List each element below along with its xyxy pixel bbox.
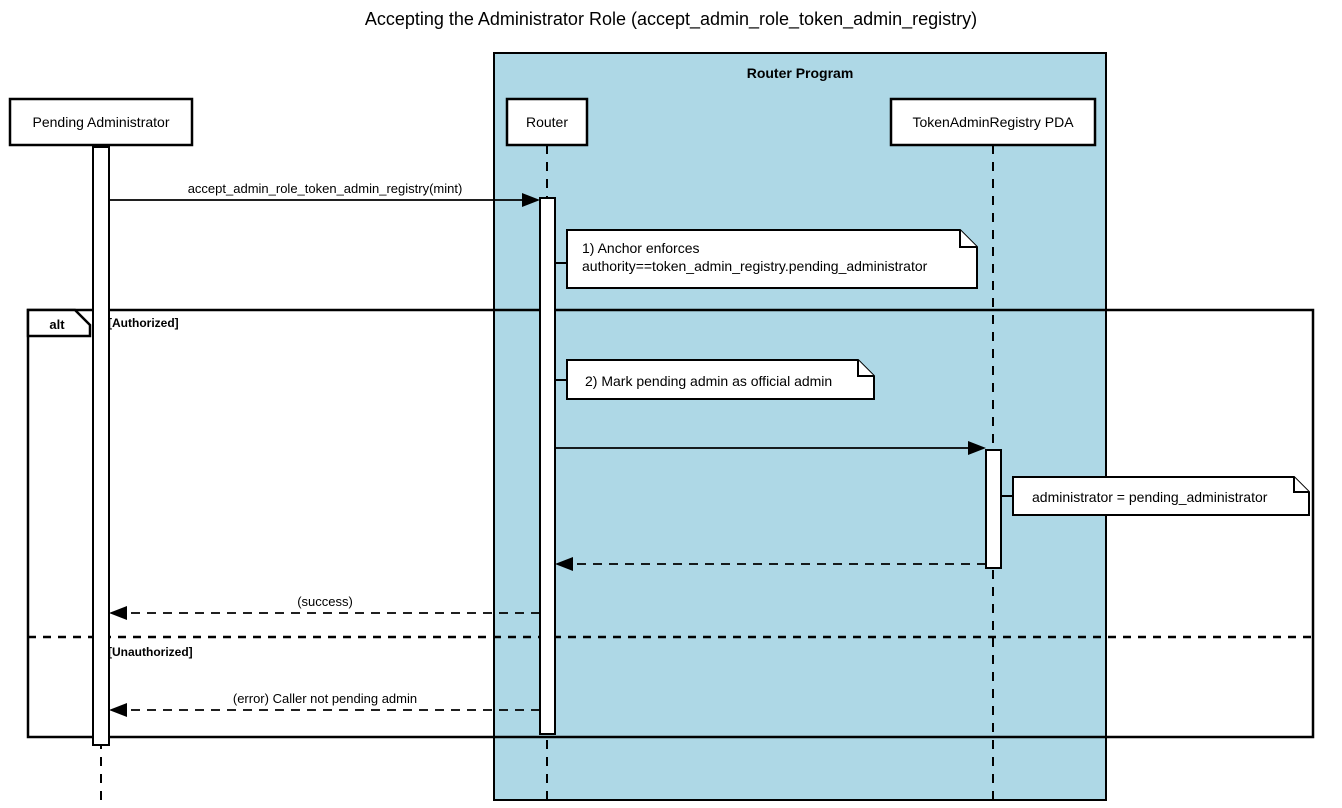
alt-section-unauthorized-condition: [Unauthorized] [108, 645, 193, 659]
message-success-label: (success) [297, 594, 353, 609]
message-update-registry-arrowhead [968, 441, 986, 455]
note-mark-pending-admin-line-1: 2) Mark pending admin as official admin [585, 373, 832, 389]
participant-router-label: Router [526, 114, 568, 130]
note-anchor-enforces-line-1: 1) Anchor enforces [582, 240, 700, 256]
diagram-title: Accepting the Administrator Role (accept… [365, 9, 977, 30]
message-success: (success) [109, 594, 540, 620]
participant-token-admin-registry-pda-box[interactable] [889, 97, 1097, 147]
alt-section-authorized-condition: [Authorized] [108, 316, 179, 330]
message-registry-return [555, 557, 986, 571]
note-anchor-enforces-line-2: authority==token_admin_registry.pending_… [582, 258, 928, 274]
group-router-program: Router Program [493, 52, 1107, 801]
note-administrator-assign-body [1012, 476, 1310, 516]
participant-pending-administrator-label: Pending Administrator [33, 114, 170, 130]
message-error: (error) Caller not pending admin [109, 691, 540, 717]
alt-fragment-outline [26, 308, 1315, 739]
note-mark-pending-admin-body [566, 359, 875, 400]
participant-router-box[interactable] [505, 97, 589, 147]
note-anchor-enforces: 1) Anchor enforces authority==token_admi… [555, 229, 978, 289]
message-update-registry [555, 441, 986, 455]
message-error-label: (error) Caller not pending admin [233, 691, 417, 706]
note-administrator-assign-line-1: administrator = pending_administrator [1032, 489, 1268, 505]
message-accept-admin-role-arrowhead [522, 193, 540, 207]
message-accept-admin-role: accept_admin_role_token_admin_registry(m… [109, 181, 540, 207]
activation-router [539, 197, 556, 735]
message-registry-return-arrowhead [555, 557, 573, 571]
alt-fragment: alt [Authorized] [Unauthorized] [26, 308, 1315, 739]
participant-token-admin-registry-pda-label: TokenAdminRegistry PDA [912, 114, 1074, 130]
note-anchor-enforces-fold [959, 230, 977, 248]
group-router-program-background [493, 52, 1107, 801]
note-mark-pending-admin: 2) Mark pending admin as official admin [555, 359, 875, 400]
participant-token-admin-registry-pda[interactable]: TokenAdminRegistry PDA [889, 97, 1097, 147]
alt-fragment-operator-tab [26, 308, 92, 338]
group-router-program-label: Router Program [747, 65, 854, 81]
note-administrator-assign: administrator = pending_administrator [1001, 476, 1310, 516]
note-anchor-enforces-body [566, 229, 978, 289]
alt-fragment-operator-label: alt [49, 317, 65, 332]
participant-pending-administrator-box[interactable] [8, 97, 194, 147]
message-error-arrowhead [109, 703, 127, 717]
participant-pending-administrator[interactable]: Pending Administrator [8, 97, 194, 147]
message-accept-admin-role-label: accept_admin_role_token_admin_registry(m… [188, 181, 463, 196]
participant-router[interactable]: Router [505, 97, 589, 147]
message-success-arrowhead [109, 606, 127, 620]
activation-pending-administrator [92, 146, 110, 746]
note-administrator-assign-fold [1293, 477, 1309, 493]
activation-token-admin-registry-pda [985, 449, 1002, 569]
note-mark-pending-admin-fold [857, 360, 874, 377]
